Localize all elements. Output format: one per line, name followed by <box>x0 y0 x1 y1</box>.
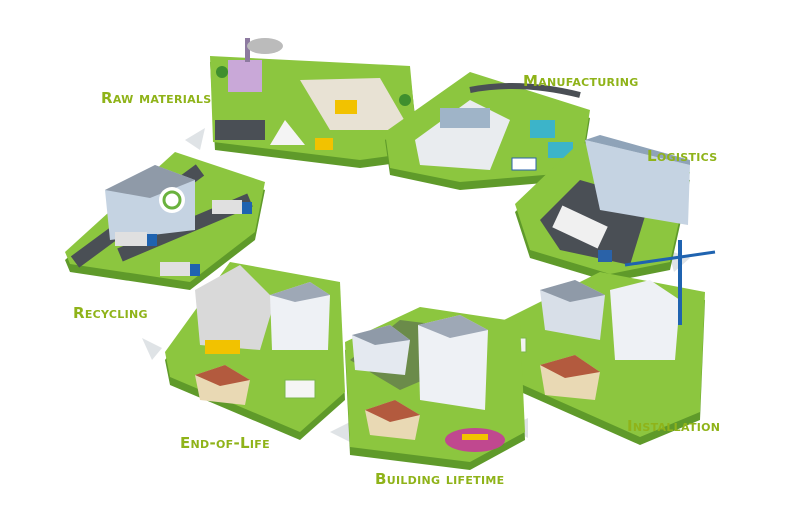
arrow-recycling-to-raw <box>185 128 205 150</box>
stage-label-end-of-life: End-of-Life <box>180 434 270 452</box>
arrow-lifetime-to-endoflife <box>330 422 350 442</box>
stage-label-building-lifetime: Building lifetime <box>375 470 505 488</box>
tile-manufacturing <box>385 72 590 190</box>
stage-label-recycling: Recycling <box>73 304 148 322</box>
recycle-icon <box>162 190 182 210</box>
tile-recycling <box>65 152 265 290</box>
tile-end-of-life <box>165 262 345 440</box>
tile-building-lifetime <box>345 307 525 470</box>
stage-label-raw-materials: Raw materials <box>101 89 212 107</box>
tile-logistics <box>515 135 690 282</box>
stage-label-installation: Installation <box>627 417 721 435</box>
stage-label-manufacturing: Manufacturing <box>523 72 639 90</box>
stage-label-logistics: Logistics <box>647 147 718 165</box>
arrow-endoflife-to-recycling <box>142 338 162 360</box>
tile-raw-materials <box>210 38 420 168</box>
tile-installation <box>500 240 716 445</box>
